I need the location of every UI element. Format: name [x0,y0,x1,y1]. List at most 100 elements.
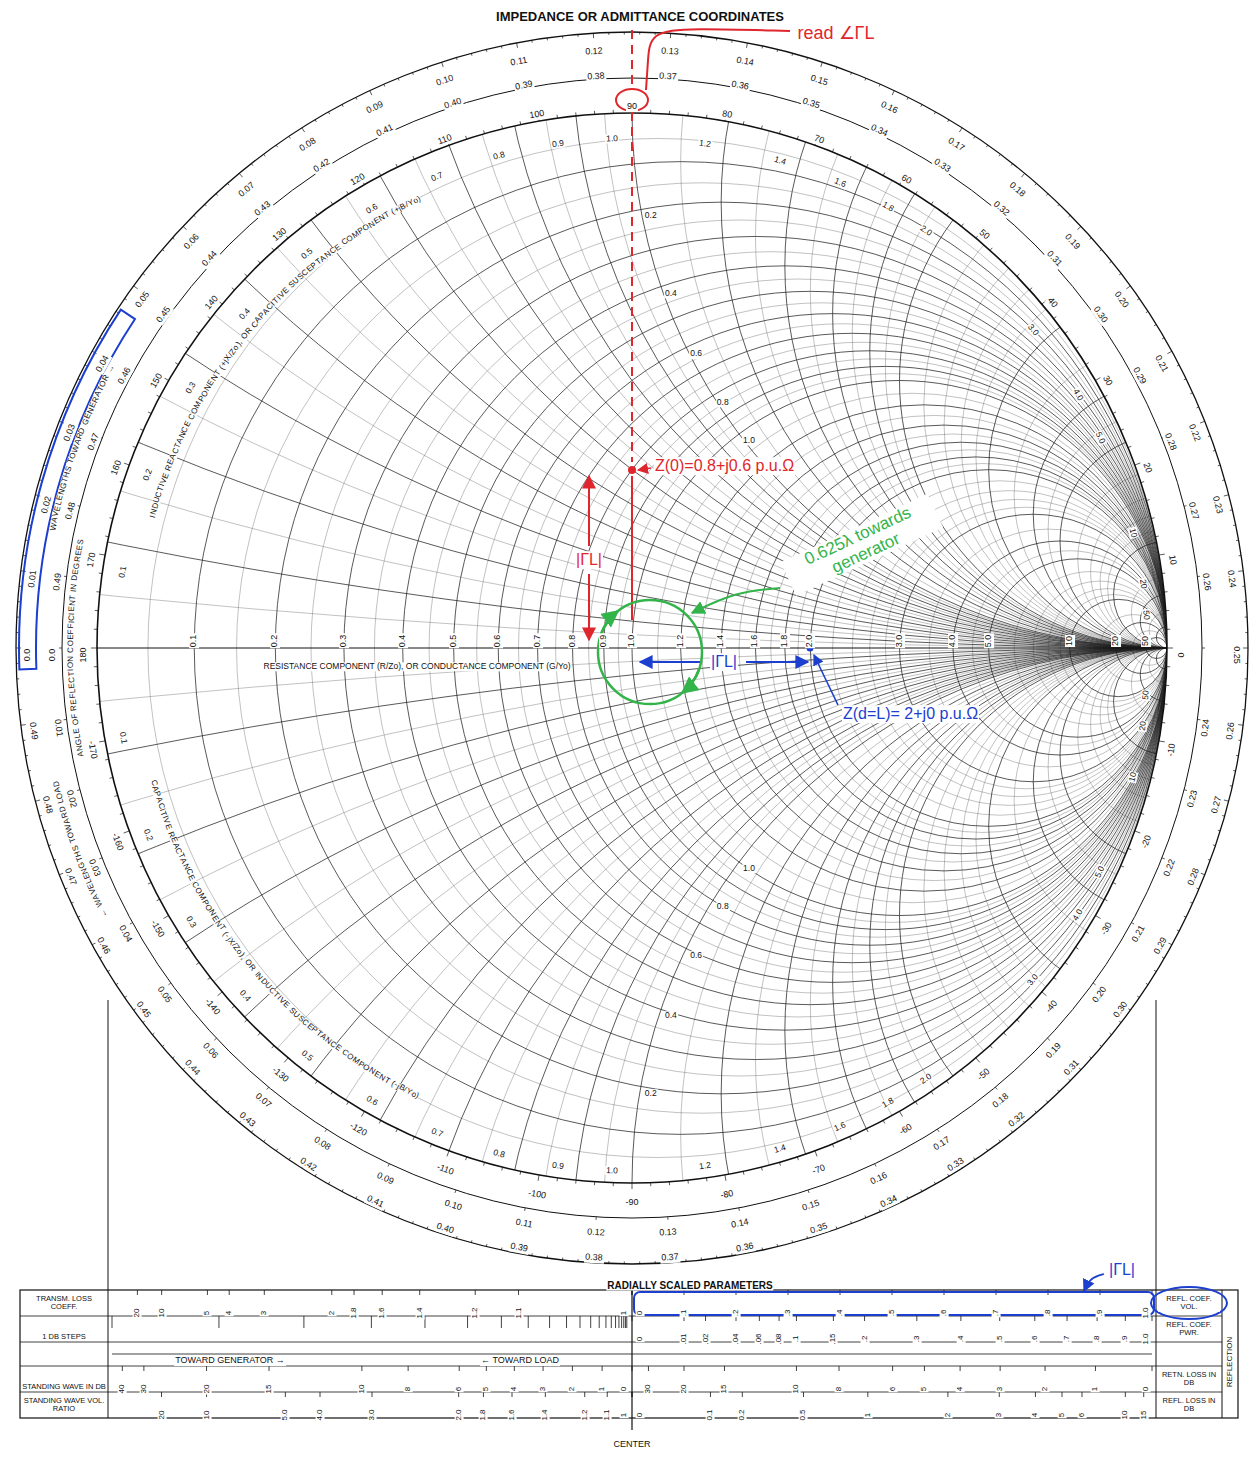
tick-mark [1166,685,1169,686]
leader-line [646,29,790,90]
tick-mark [140,866,143,867]
tick-mark [1244,694,1246,695]
wavelength-generator-label: 0.38 [584,1252,604,1263]
angle-label: -80 [719,1188,736,1200]
tick-mark [594,1182,595,1185]
resistance-label: 0.4 [664,289,678,298]
tick-mark [276,1149,277,1151]
wavelength-generator-label: 0.43 [236,1110,257,1130]
tick-mark [245,1020,248,1022]
tick-mark [289,1158,290,1160]
tick-mark [705,1316,706,1321]
wavelength-generator-label: 0.31 [1062,1058,1083,1079]
tick-mark [624,32,625,34]
tick-mark [1224,800,1229,801]
scale-value: 3 [260,1310,269,1316]
tick-mark [1239,740,1241,741]
wavelength-generator-label: 0.06 [181,231,202,252]
wavelength-generator-label: 0.36 [735,1242,756,1255]
tick-mark [356,97,357,99]
tick-mark [424,1316,425,1328]
resistance-label: 1.6 [751,634,761,649]
leader-line [1084,1274,1104,1291]
wavelength-generator-label: 0.44 [181,1058,202,1079]
row-header: REFL. COEF. PWR. [1158,1321,1220,1338]
tick-mark [1162,957,1164,958]
panel-frame [20,1290,1238,1418]
tick-mark [836,67,838,69]
resistance-label: 2.0 [805,634,815,649]
tick-mark [947,1392,948,1397]
tick-mark [78,916,80,917]
tick-mark [124,463,130,465]
tick-mark [650,1183,651,1186]
scale-value: 1.4 [541,1408,550,1421]
tick-mark [615,1316,616,1328]
scale-value: 10 [792,1384,801,1395]
reactance-label: 0.1 [117,730,128,745]
scale-value: .7 [1063,1335,1072,1344]
tick-mark [264,1140,265,1142]
tick-mark [251,164,253,166]
tick-mark [384,84,385,86]
tick-mark [23,740,25,741]
tick-mark [1167,666,1170,667]
scale-value: 6 [888,1386,897,1392]
wavelength-generator-label: 0.22 [1185,422,1201,444]
reactance-arc [870,648,1256,1242]
tick-mark [562,1258,563,1260]
axis-title: CAPACITIVE REACTANCE COMPONENT (-jX/Zo),… [146,775,426,1104]
tick-mark [832,149,833,152]
wavelength-load-label: 0.33 [931,157,953,176]
reactance-label: 50 [1141,689,1151,701]
tick-mark [761,1167,763,1170]
reactance-arc [0,648,1256,1460]
tick-mark [264,1290,265,1295]
tick-mark [655,1261,656,1263]
reactance-arc [0,0,1256,648]
reactance-arc [0,0,1256,648]
tick-mark [687,1180,688,1183]
tick-mark [398,1216,400,1218]
tick-mark [976,1058,980,1063]
scale-value: .9 [1096,1309,1105,1318]
tick-mark [724,1366,725,1371]
tick-mark [483,1162,485,1165]
reactance-label: 1.8 [879,1096,896,1111]
tick-mark [960,1316,961,1321]
reactance-arc [870,54,1256,648]
tick-mark [454,1190,456,1193]
tick-mark [608,1261,609,1263]
tick-mark [1233,770,1235,771]
tick-mark [95,685,98,686]
tick-mark [413,1137,414,1140]
tick-mark [163,916,168,919]
tick-mark [168,983,170,985]
angle-label: -110 [434,1162,456,1178]
tick-mark [531,1253,532,1255]
scale-value: 10 [357,1384,366,1395]
tick-mark [1197,888,1199,890]
tick-mark [99,573,102,574]
scale-ring [62,78,1202,1218]
tick-mark [122,1366,123,1371]
tick-mark [584,1392,585,1397]
tick-mark [398,78,400,80]
wavelength-load-label: 0.35 [800,97,822,112]
tick-mark [175,932,178,934]
tick-mark [501,1248,503,1250]
tick-mark [161,1290,162,1295]
tick-mark [100,957,102,958]
wavelength-load-label: 0.31 [1044,248,1065,269]
resistance-label: 1.4 [716,634,726,649]
reactance-label: 1.8 [879,199,896,214]
tick-mark [133,446,136,447]
tick-mark [687,112,688,115]
scale-value: 1.6 [508,1408,517,1421]
tick-mark [379,1120,381,1123]
tick-mark [194,215,196,217]
reactance-arc [900,113,1256,648]
tick-mark [207,1290,208,1295]
tick-mark [514,1366,515,1371]
wavelength-load-label: 0.06 [200,1041,221,1062]
